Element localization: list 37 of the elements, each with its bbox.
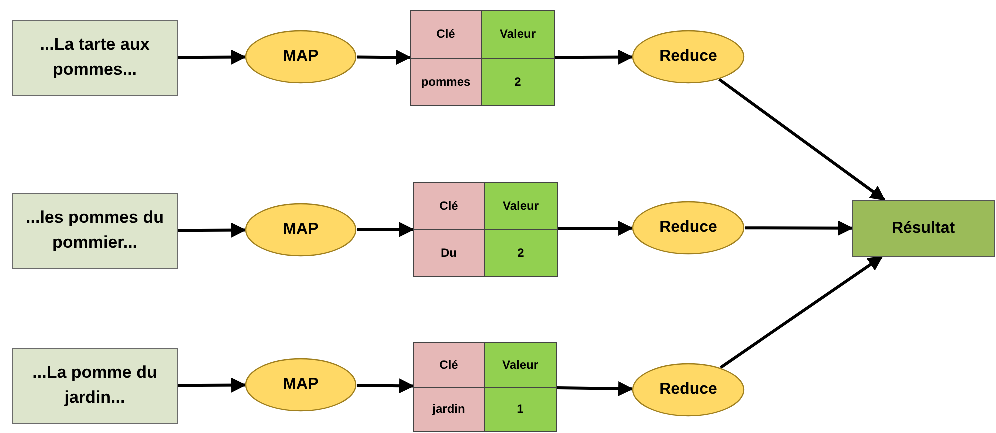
key-header: Clé (414, 183, 484, 229)
key-value-table (410, 10, 555, 106)
arrow (718, 78, 886, 202)
input-box: ...les pommes du pommier... (12, 193, 178, 269)
arrow (554, 50, 634, 65)
key-value-table (413, 182, 558, 277)
key-header: Clé (411, 11, 481, 58)
value-header: Valeur (485, 183, 557, 229)
arrow (178, 222, 246, 238)
process-label: MAP (283, 221, 319, 239)
arrow (178, 50, 246, 65)
key-cell: jardin (414, 388, 484, 431)
value-cell: 1 (485, 388, 556, 431)
arrow (178, 378, 246, 393)
arrow (356, 50, 412, 66)
arrow (356, 378, 414, 394)
process-label: Reduce (660, 48, 718, 66)
input-box: ...La pomme du jardin... (12, 348, 178, 424)
arrow (556, 381, 634, 396)
key-cell: Du (414, 230, 484, 276)
process-label: Reduce (660, 381, 718, 399)
value-cell: 2 (482, 58, 554, 105)
process-label: MAP (283, 48, 319, 66)
result-box: Résultat (852, 200, 995, 257)
process-label: Reduce (660, 219, 718, 237)
input-box: ...La tarte aux pommes... (12, 20, 178, 96)
arrow (720, 256, 884, 370)
key-cell: pommes (411, 58, 481, 105)
key-value-table (413, 342, 557, 432)
arrow (745, 220, 854, 236)
arrow (357, 222, 414, 238)
key-header: Clé (414, 343, 484, 386)
value-cell: 2 (485, 230, 557, 276)
value-header: Valeur (485, 343, 556, 386)
process-label: MAP (283, 376, 319, 394)
value-header: Valeur (482, 11, 554, 58)
arrow (558, 221, 634, 236)
